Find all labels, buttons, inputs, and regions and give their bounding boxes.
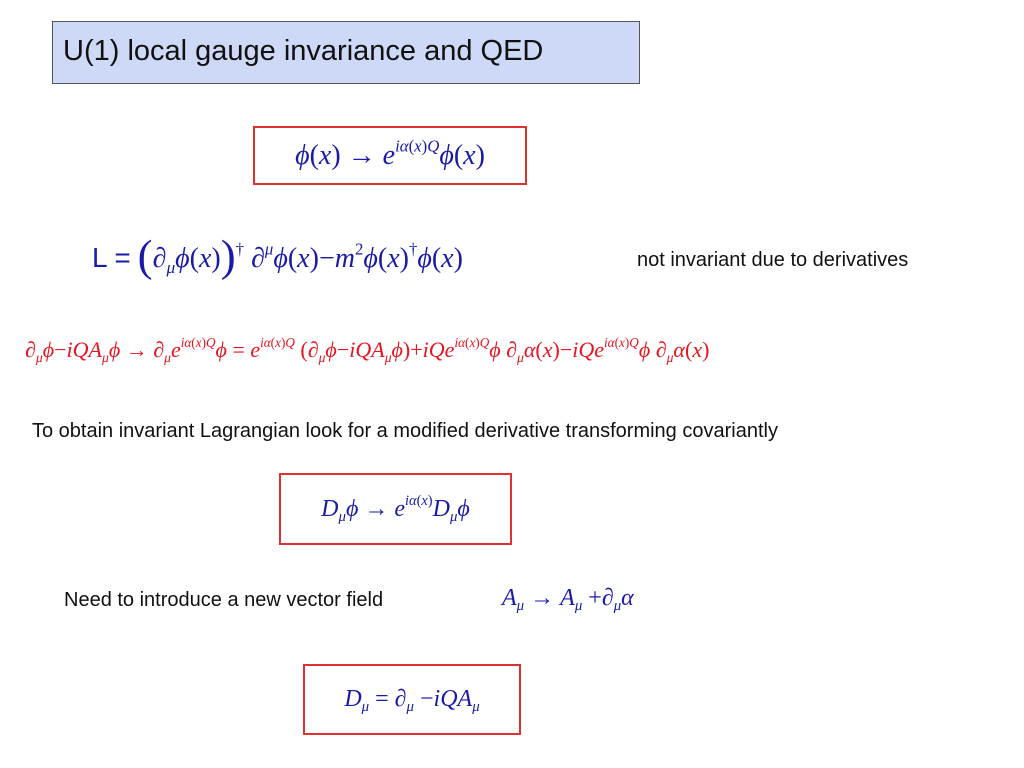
lagrangian-symbol: L = [92, 242, 131, 273]
covariant-derivative-note: To obtain invariant Lagrangian look for … [32, 420, 778, 442]
slide-title-box: U(1) local gauge invariance and QED [52, 21, 640, 84]
covariant-derivative-transform-box: Dμϕ → eiα(x)Dμϕ [279, 473, 512, 545]
slide-title: U(1) local gauge invariance and QED [63, 35, 544, 67]
gauge-transformation-equation-box: ϕ(x) → eiα(x)Qϕ(x) [253, 126, 527, 185]
gauge-transformation-equation: ϕ(x) → eiα(x)Qϕ(x) [295, 135, 485, 171]
derivative-expansion-equation: ∂μϕ−iQAμϕ → ∂μeiα(x)Qϕ = eiα(x)Q (∂μϕ−iQ… [25, 335, 710, 365]
covariant-derivative-definition-box: Dμ = ∂μ −iQAμ [303, 664, 521, 735]
not-invariant-note: not invariant due to derivatives [637, 249, 909, 271]
vector-field-transform-equation: Aμ → Aμ +∂μα [502, 585, 634, 615]
vector-field-note: Need to introduce a new vector field [64, 589, 384, 611]
covariant-derivative-transform-equation: Dμϕ → eiα(x)Dμϕ [321, 492, 470, 525]
lagrangian-equation: L = (∂μϕ(x))† ∂μϕ(x)−m2ϕ(x)†ϕ(x) [92, 230, 463, 281]
covariant-derivative-definition-equation: Dμ = ∂μ −iQAμ [344, 686, 480, 716]
